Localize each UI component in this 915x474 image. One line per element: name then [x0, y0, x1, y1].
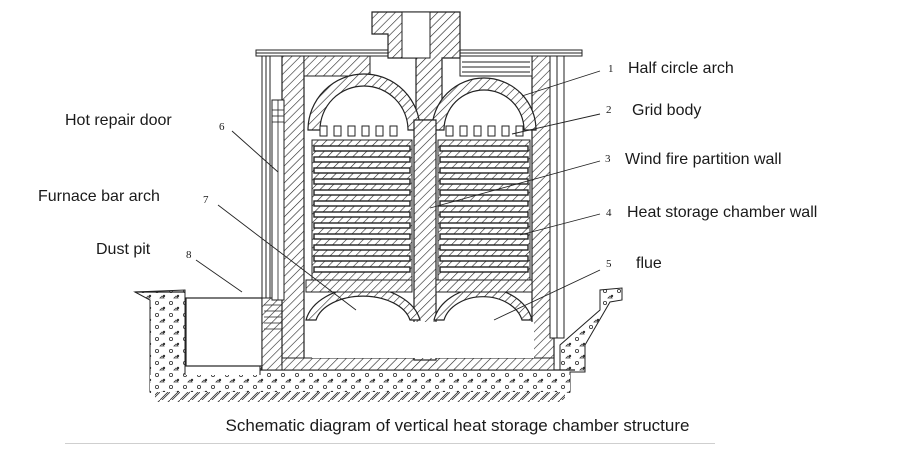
- ground: [133, 287, 623, 402]
- flue: [312, 322, 534, 358]
- label-number-1: 1: [608, 63, 614, 75]
- label-number-4: 4: [606, 207, 612, 219]
- label-number-8: 8: [186, 249, 192, 261]
- figure-caption: Schematic diagram of vertical heat stora…: [225, 416, 690, 435]
- label-number-6: 6: [219, 121, 225, 133]
- label-furnace-bar-arch: Furnace bar arch: [38, 188, 160, 205]
- leader-lines: [195, 70, 601, 321]
- top-duct: [371, 11, 461, 121]
- grid-body-right: [437, 125, 531, 281]
- wind-fire-partition-wall: [413, 119, 437, 361]
- label-dust-pit: Dust pit: [96, 241, 151, 258]
- label-number-5: 5: [606, 258, 612, 270]
- label-number-3: 3: [605, 153, 611, 165]
- label-flue: flue: [636, 255, 662, 272]
- label-heat-storage-chamber-wall: Heat storage chamber wall: [627, 204, 818, 221]
- roof-right: [459, 55, 533, 77]
- label-grid-body: Grid body: [632, 102, 702, 119]
- label-number-7: 7: [203, 194, 209, 206]
- left-outer-wall: [281, 54, 305, 366]
- label-wind-fire-partition-wall: Wind fire partition wall: [625, 151, 782, 168]
- label-hot-repair-door: Hot repair door: [65, 112, 172, 129]
- caption-underline: [65, 443, 715, 444]
- label-number-2: 2: [606, 104, 612, 116]
- label-half-circle-arch: Half circle arch: [628, 60, 734, 77]
- roof-left: [303, 55, 371, 77]
- dust-pit: [185, 297, 263, 367]
- grid-body-left: [311, 125, 413, 281]
- furnace-bar-arches: [305, 279, 533, 321]
